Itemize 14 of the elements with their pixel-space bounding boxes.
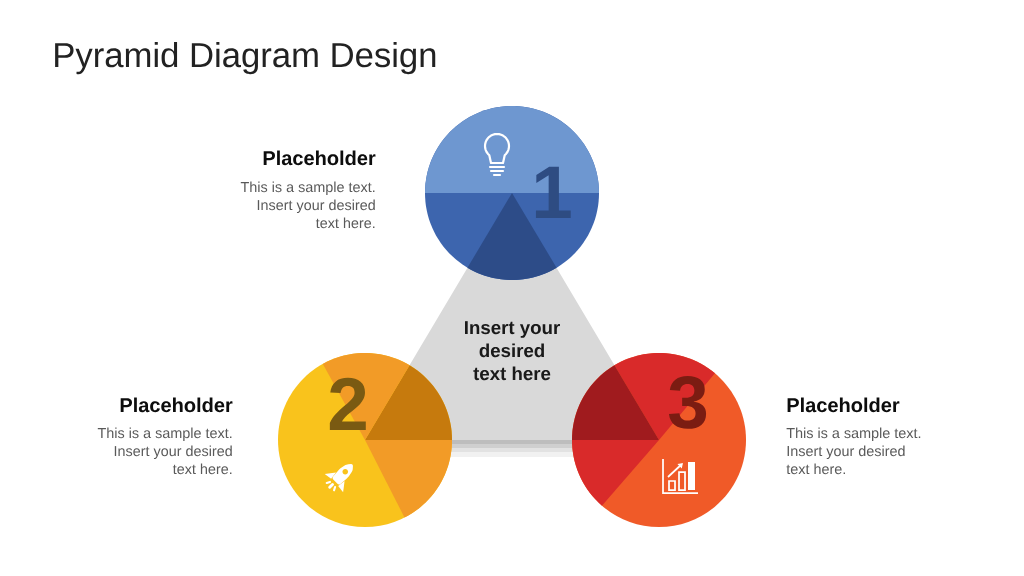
heading: Placeholder [787, 397, 900, 413]
step-number: 3 [668, 375, 707, 429]
numbered-circle [278, 353, 452, 527]
numbered-circle [572, 353, 746, 527]
heading: Placeholder [120, 397, 233, 413]
body-text: This is a sample text. Insert your desired text here. [786, 427, 921, 475]
numbered-circle [425, 106, 599, 280]
step-number: 1 [535, 166, 571, 218]
body-text: This is a sample text. Insert your desired text here. [97, 427, 232, 475]
body-text: This is a sample text. Insert your desired text here. [240, 181, 375, 229]
triangle: Insert your desired text here [408, 266, 616, 457]
title: Pyramid Diagram Design [55, 41, 436, 75]
step-number: 2 [329, 377, 366, 430]
heading: Placeholder [263, 150, 376, 166]
